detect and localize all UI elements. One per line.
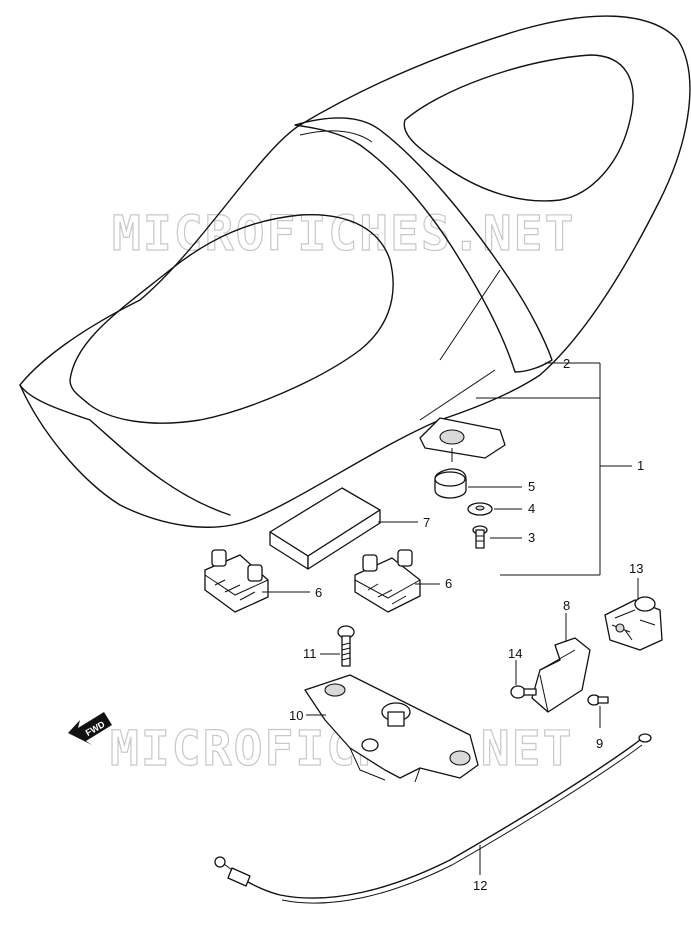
leader-lines bbox=[262, 362, 639, 875]
bolt-part-11 bbox=[337, 625, 355, 667]
callout-11: 11 bbox=[303, 646, 317, 661]
callout-3: 3 bbox=[528, 530, 535, 545]
callout-9: 9 bbox=[596, 736, 603, 751]
callout-1: 1 bbox=[637, 458, 644, 473]
callout-10: 10 bbox=[289, 708, 303, 723]
callout-5: 5 bbox=[528, 479, 535, 494]
callout-4: 4 bbox=[528, 501, 535, 516]
pad-part-7 bbox=[269, 487, 381, 570]
cushion-part-6-left bbox=[204, 549, 269, 613]
cable-part-12 bbox=[214, 733, 652, 904]
screw-part-9 bbox=[587, 694, 609, 706]
callout-12: 12 bbox=[473, 878, 487, 893]
screw-part-14 bbox=[510, 685, 537, 699]
seat-bracket bbox=[419, 417, 506, 462]
bolt-part-3 bbox=[472, 525, 488, 549]
cushion-part-6-right bbox=[354, 549, 421, 613]
callout-6-right: 6 bbox=[445, 576, 452, 591]
callout-14: 14 bbox=[508, 646, 522, 661]
lock-bracket-part-10 bbox=[304, 674, 479, 783]
callout-8: 8 bbox=[563, 598, 570, 613]
bracket-part-8 bbox=[531, 637, 591, 713]
callouts: 2 1 5 4 3 7 6 6 13 8 11 14 10 9 12 bbox=[289, 356, 644, 893]
lock-assembly-part-13 bbox=[604, 596, 663, 651]
callout-2: 2 bbox=[563, 356, 570, 371]
callout-7: 7 bbox=[423, 515, 430, 530]
callout-13: 13 bbox=[629, 561, 643, 576]
watermark-top: MICROFICHES.NET bbox=[112, 206, 575, 262]
forward-arrow-icon: FWD bbox=[68, 712, 112, 745]
cushion-part-5 bbox=[434, 468, 467, 499]
callout-6-left: 6 bbox=[315, 585, 322, 600]
washer-part-4 bbox=[467, 502, 493, 516]
seat bbox=[19, 15, 691, 528]
